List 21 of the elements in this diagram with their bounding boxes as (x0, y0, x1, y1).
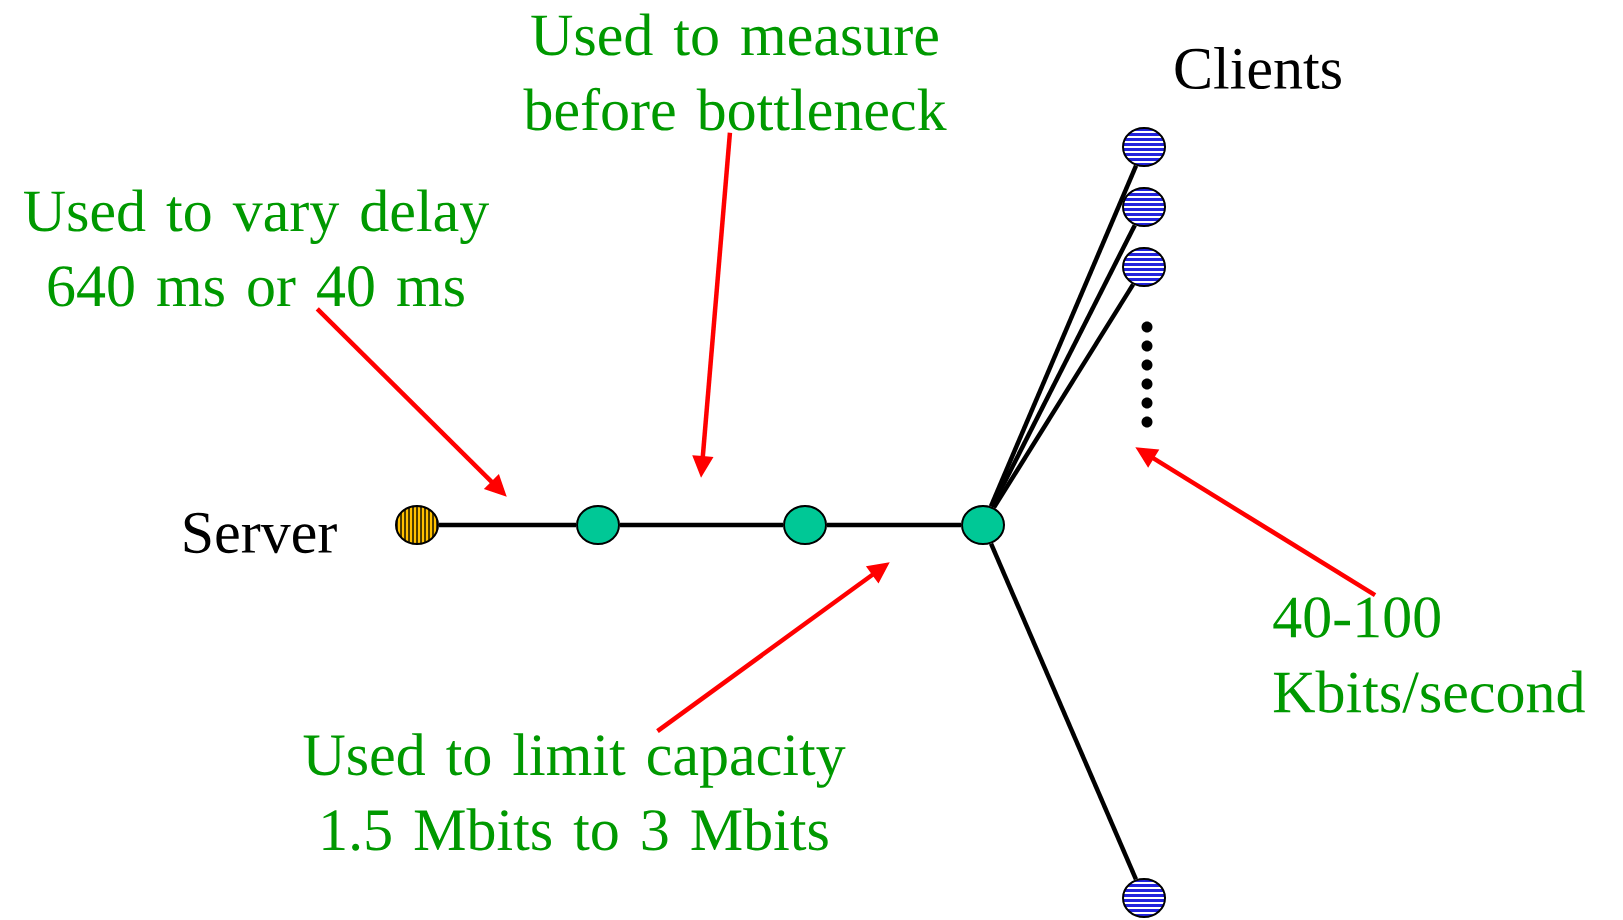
router-node (576, 505, 620, 545)
server-node (395, 505, 439, 545)
link-line (827, 522, 961, 528)
link-line (990, 224, 1137, 508)
name-label: Server (184, 512, 337, 554)
client-node (1122, 878, 1166, 918)
annotation-text: Used to measure before bottleneck (523, 13, 947, 131)
router-node (783, 505, 827, 545)
annotation-text: Used to vary delay 640 ms or 40 ms (24, 189, 489, 307)
link-line (439, 522, 576, 528)
link-line (988, 164, 1139, 508)
name-label: Clients (1175, 46, 1341, 90)
router-node (961, 505, 1005, 545)
link-line (989, 542, 1139, 881)
annotation-text: 40-100 Kbits/second (1273, 597, 1585, 713)
annotation-text: Used to limit capacity 1.5 Mbits to 3 Mbits (303, 733, 846, 851)
link-line (620, 522, 783, 528)
client-node (1122, 127, 1166, 167)
link-line (991, 283, 1136, 509)
client-node (1122, 247, 1166, 287)
client-node (1122, 187, 1166, 227)
